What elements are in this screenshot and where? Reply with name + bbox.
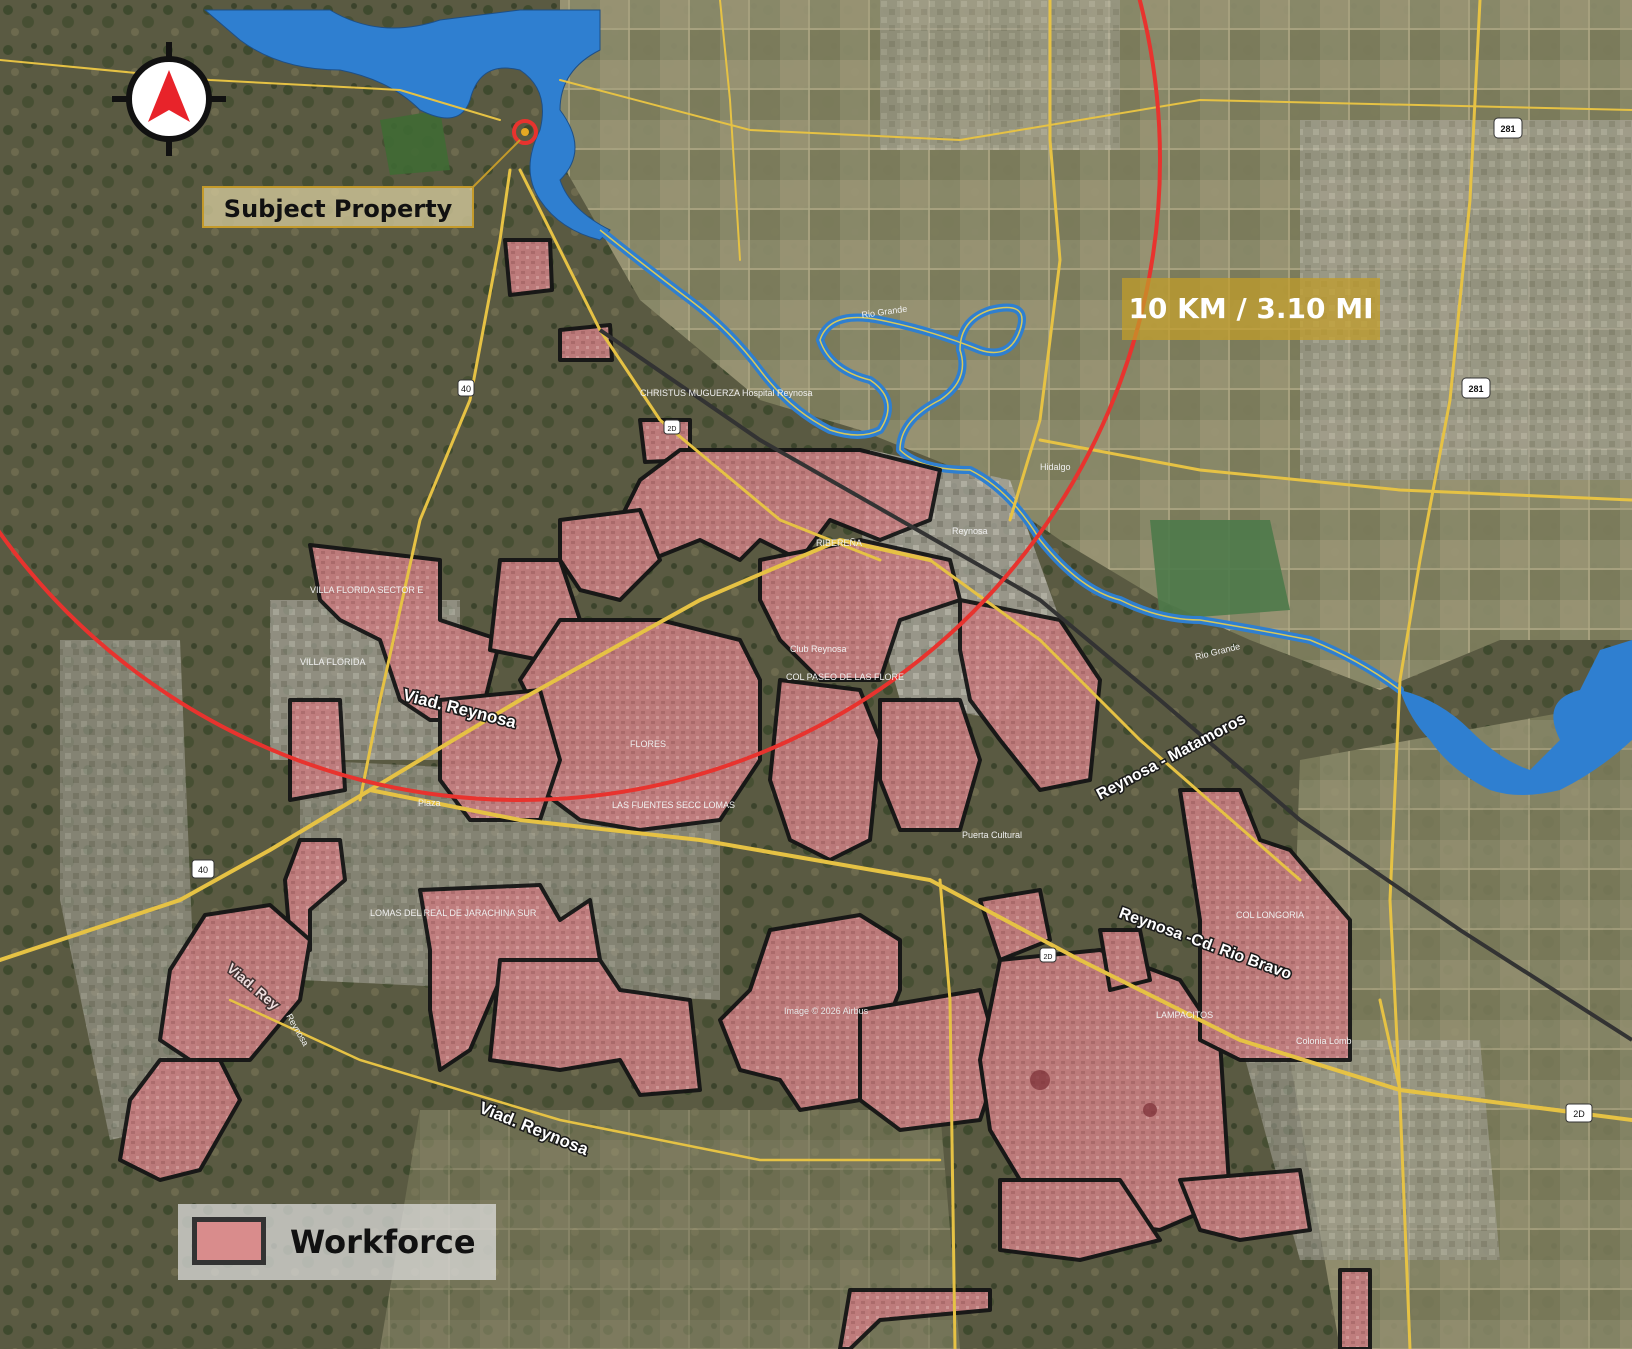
radius-label: 10 KM / 3.10 MI xyxy=(1122,278,1380,340)
place-label-plaza: Plaza xyxy=(418,798,441,808)
place-label-col-longoria: COL LONGORIA xyxy=(1236,910,1304,920)
place-label-villa-florida-sector: VILLA FLORIDA SECTOR E xyxy=(310,585,423,595)
svg-text:40: 40 xyxy=(198,865,208,875)
place-label-lomas-del-real: LOMAS DEL REAL DE JARACHINA SUR xyxy=(370,908,537,918)
place-label-hidalgo: Hidalgo xyxy=(1040,462,1071,472)
subject-property-marker[interactable] xyxy=(469,119,538,191)
place-label-riberena: RIBEREÑA xyxy=(816,538,862,548)
place-label-club-reynosa: Club Reynosa xyxy=(790,644,847,654)
highway-shield-2d-b: 2D xyxy=(663,419,681,435)
highway-shield-281b: 281 xyxy=(1461,377,1491,399)
svg-text:2D: 2D xyxy=(1573,1109,1585,1119)
place-label-hospital: CHRISTUS MUGUERZA Hospital Reynosa xyxy=(640,388,813,398)
workforce-areas xyxy=(118,238,1372,1349)
highway-shield-40a: 40 xyxy=(457,379,475,397)
place-label-villa-florida: VILLA FLORIDA xyxy=(300,657,366,667)
svg-text:40: 40 xyxy=(461,384,471,394)
svg-text:281: 281 xyxy=(1500,124,1515,134)
place-label-lampacitos: LAMPACITOS xyxy=(1156,1010,1213,1020)
place-label-puerta-cultural: Puerta Cultural xyxy=(962,830,1022,840)
compass-icon xyxy=(112,42,226,156)
radius-ring xyxy=(0,0,1162,802)
place-label-reynosa: Reynosa xyxy=(952,526,988,536)
workforce-swatch xyxy=(192,1217,266,1265)
image-credit: Image © 2026 Airbus xyxy=(784,1006,869,1016)
place-label-colonia: Colonia Lomb xyxy=(1296,1036,1352,1046)
place-label-col-paseo: COL PASEO DE LAS FLORE xyxy=(786,672,904,682)
highway-shield-2d-c: 2D xyxy=(1039,947,1057,963)
highway-shield-2d-a: 2D xyxy=(1565,1103,1593,1123)
highway-shield-40b: 40 xyxy=(191,859,215,879)
subject-property-label: Subject Property xyxy=(202,186,474,228)
map-legend: Workforce xyxy=(178,1204,496,1280)
svg-text:2D: 2D xyxy=(1044,954,1053,961)
svg-text:281: 281 xyxy=(1468,384,1483,394)
svg-text:2D: 2D xyxy=(668,426,677,433)
legend-label-workforce: Workforce xyxy=(290,1223,476,1261)
place-label-las-fuentes: LAS FUENTES SECC LOMAS xyxy=(612,800,735,810)
highway-shield-281a: 281 xyxy=(1493,117,1523,139)
place-label-flores: FLORES xyxy=(630,739,666,749)
